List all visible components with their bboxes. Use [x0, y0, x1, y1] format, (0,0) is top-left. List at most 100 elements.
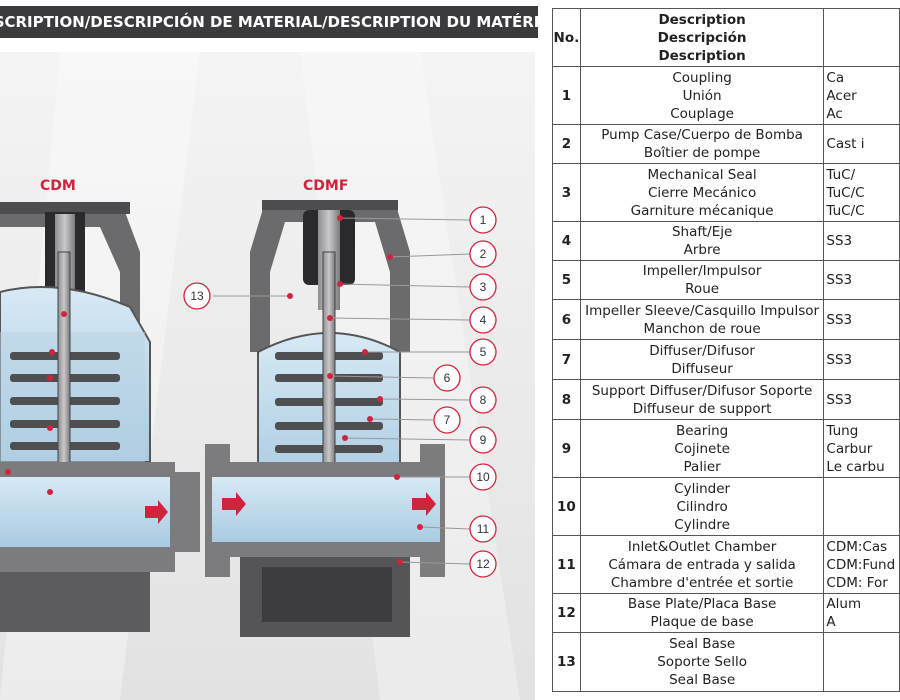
- callout-9: 9: [480, 433, 487, 447]
- pump-cdm: CDM: [0, 178, 200, 632]
- material-line: SS3: [826, 272, 853, 288]
- label-cdm: CDM: [40, 178, 76, 194]
- description-line: Manchon de roue: [643, 320, 761, 337]
- callout-5: 5: [480, 345, 487, 359]
- material-line: Ca: [826, 69, 845, 86]
- description-line: Bearing: [675, 422, 729, 439]
- callout-2: 2: [480, 247, 487, 261]
- description-line: Soporte Sello: [657, 654, 747, 670]
- description-line: Seal Base: [669, 672, 736, 688]
- row-number: 1: [552, 66, 581, 125]
- row-number: 4: [552, 221, 581, 261]
- row-material: Cast i: [823, 124, 900, 164]
- description-line: Inlet&Outlet Chamber: [627, 538, 777, 555]
- description-line: Coupling: [672, 69, 732, 86]
- callout-10: 10: [476, 470, 490, 484]
- material-line: CDM:Cas: [826, 538, 888, 555]
- description-line: Garniture mécanique: [630, 202, 774, 219]
- row-material: [823, 632, 900, 692]
- row-material: SS3: [823, 221, 900, 261]
- header-description: Description Descripción Description: [579, 8, 825, 67]
- description-line: Roue: [685, 281, 720, 297]
- description-line: Diffuser/Difusor: [649, 342, 755, 359]
- table-header-row: No. Description Descripción Description: [552, 8, 900, 67]
- material-line: TuC/C: [826, 202, 865, 219]
- description-line: Pump Case/Cuerpo de Bomba: [601, 127, 803, 143]
- row-number: 8: [552, 379, 581, 420]
- material-line: SS3: [826, 311, 853, 328]
- description-line: Couplage: [670, 105, 734, 122]
- description-line: Support Diffuser/Difusor Soporte: [591, 382, 813, 399]
- description-line: Impeller/Impulsor: [642, 263, 762, 279]
- flow-arrow-outlet-left: [145, 500, 168, 524]
- pump-cutaway-drawing: CDM: [0, 52, 535, 700]
- description-line: Unión: [682, 87, 722, 104]
- callout-11: 11: [477, 522, 490, 536]
- description-line: Cilindro: [676, 498, 728, 515]
- material-line: CDM: For: [826, 574, 888, 591]
- row-material: SS3: [823, 339, 900, 380]
- flow-arrow-outlet-right: [412, 492, 436, 516]
- material-line: Tung: [826, 422, 859, 439]
- description-line: Cojinete: [674, 440, 730, 457]
- description-line: Diffuseur de support: [632, 400, 772, 417]
- callout-3: 3: [480, 280, 487, 294]
- description-line: Arbre: [683, 242, 721, 258]
- description-line: Mechanical Seal: [647, 166, 757, 183]
- description-line: Cylindre: [674, 516, 730, 533]
- row-number: 9: [552, 419, 581, 478]
- row-number: 3: [552, 163, 581, 222]
- callout-12: 12: [476, 557, 490, 571]
- material-table: No. Description Descripción Description …: [552, 8, 900, 692]
- material-line: Ac: [826, 105, 843, 122]
- row-number: 2: [552, 124, 581, 164]
- description-line: Cierre Mecánico: [647, 184, 757, 201]
- row-material: SS3: [823, 299, 900, 340]
- header-material: [823, 8, 900, 67]
- row-number: 11: [552, 535, 581, 594]
- label-cdmf: CDMF: [303, 178, 348, 194]
- material-line: Cast i: [826, 136, 865, 152]
- flow-arrow-inlet-right: [222, 492, 246, 516]
- callout-6: 6: [444, 371, 451, 385]
- header-no: No.: [552, 8, 581, 67]
- description-line: Cámara de entrada y salida: [608, 556, 796, 573]
- material-line: TuC/C: [826, 184, 865, 201]
- material-line: Acer: [826, 87, 857, 104]
- material-line: SS3: [826, 233, 853, 249]
- row-number: 6: [552, 299, 581, 340]
- material-line: SS3: [826, 351, 853, 368]
- material-line: A: [826, 614, 836, 630]
- description-line: Palier: [683, 458, 721, 475]
- description-line: Diffuseur: [671, 360, 733, 377]
- callout-13: 13: [190, 289, 204, 303]
- material-line: Le carbu: [826, 458, 885, 475]
- description-line: Chambre d'entrée et sortie: [610, 574, 794, 591]
- material-line: Carbur: [826, 440, 873, 457]
- row-material: [823, 477, 900, 536]
